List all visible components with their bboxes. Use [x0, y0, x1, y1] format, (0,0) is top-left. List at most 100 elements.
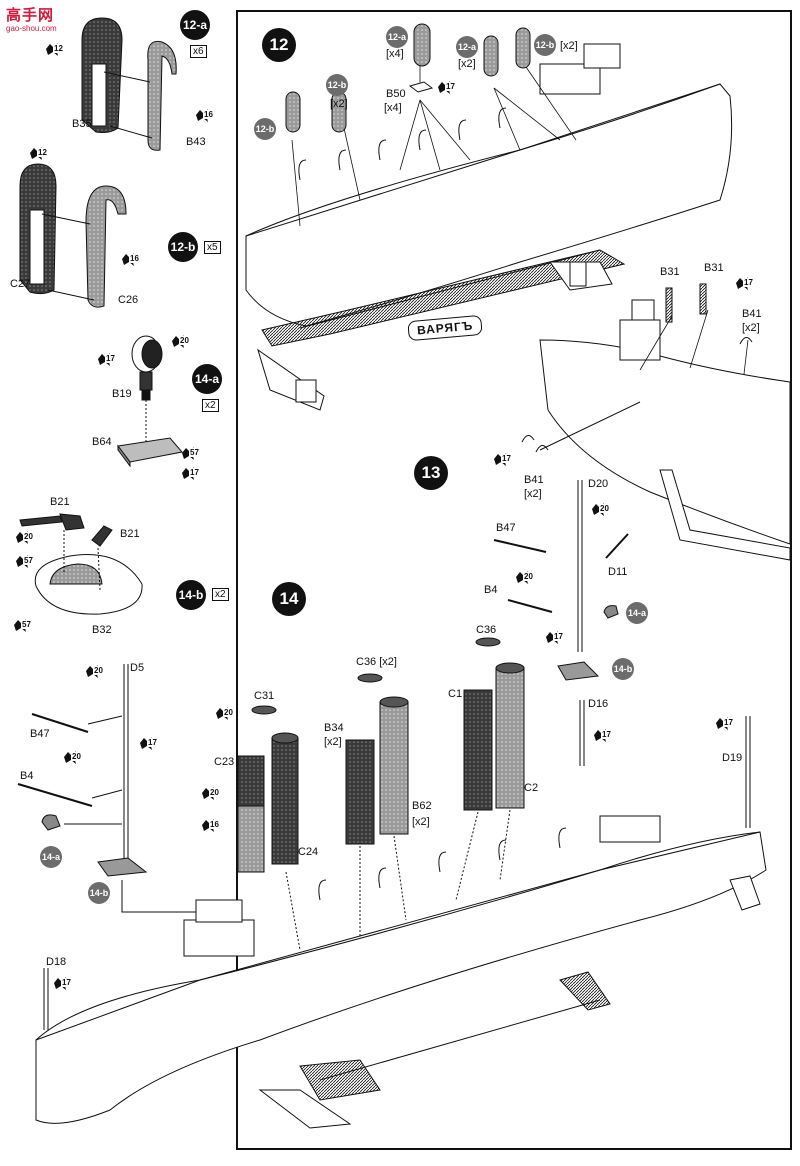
callout-12a-b: 12-a [456, 36, 478, 58]
paint-star-label: 16 [209, 820, 220, 829]
funnels-drawing [237, 637, 525, 951]
part-label-d20: D20 [588, 478, 609, 490]
part-label-c27: C27 [10, 278, 31, 290]
watermark-url: gao-shou.com [6, 24, 57, 33]
subassembly-14a-qty: x2 [202, 399, 219, 412]
paint-star-label: 17 [501, 454, 512, 463]
step-number-12: 12 [262, 28, 296, 62]
watermark-site-name: 高手网 [6, 7, 55, 24]
paint-star-20-h: 20 [514, 570, 536, 584]
paint-star-20-c: 20 [84, 664, 106, 678]
part-label-c26: C26 [118, 294, 139, 306]
callout-14b-right: 14-b [612, 658, 634, 680]
part-label-b4-left: B4 [20, 770, 34, 782]
part-label-b50-qty: [x4] [384, 102, 402, 114]
part-label-b62-qty: [x2] [412, 816, 430, 828]
part-label-b47-right: B47 [496, 522, 516, 534]
ventilator-12a-drawing [81, 17, 177, 151]
main-assembly-frame [236, 10, 792, 1150]
subassembly-12b-qty: x5 [204, 241, 221, 254]
paint-star-label: 17 [147, 738, 158, 747]
callout-14a-left: 14-a [40, 846, 62, 868]
part-label-b21-a: B21 [50, 496, 70, 508]
callout-14a-right: 14-a [626, 602, 648, 624]
subassembly-14b-qty: x2 [212, 588, 229, 601]
paint-star-label: 16 [129, 254, 140, 263]
paint-star-12-a: 12 [44, 42, 66, 56]
part-label-b35: B35 [72, 118, 92, 130]
callout-12b-a: 12-b [534, 34, 556, 56]
site-watermark: 高手网 gao-shou.com [2, 4, 74, 38]
paint-star-label: 20 [93, 666, 104, 675]
gun-platform-14b-drawing [19, 513, 143, 615]
paint-star-label: 20 [23, 532, 34, 541]
part-label-b4-right: B4 [484, 584, 498, 596]
step-number-14: 14 [272, 582, 306, 616]
callout-12a-b-qty: [x2] [458, 58, 476, 70]
part-label-b34-qty: [x2] [324, 736, 342, 748]
part-label-c31: C31 [254, 690, 275, 702]
paint-star-label: 57 [23, 556, 34, 565]
part-label-b34: B34 [324, 722, 344, 734]
paint-star-17-b: 17 [180, 466, 202, 480]
part-label-b43: B43 [186, 136, 206, 148]
paint-star-16-b: 16 [120, 252, 142, 266]
paint-star-label: 17 [723, 718, 734, 727]
paint-star-label: 12 [37, 148, 48, 157]
paint-star-17-f: 17 [714, 716, 736, 730]
callout-12b-a-qty: [x2] [560, 40, 578, 52]
subassembly-12b-badge: 12-b [168, 232, 198, 262]
paint-star-label: 20 [179, 336, 190, 345]
part-label-b41-bottom-qty: [x2] [524, 488, 542, 500]
paint-star-label: 20 [223, 708, 234, 717]
part-label-c36-x2: C36 [x2] [356, 656, 397, 668]
part-label-c1: C1 [448, 688, 463, 700]
step-number-13: 13 [414, 456, 448, 490]
paint-star-label: 12 [53, 44, 64, 53]
part-label-b31-b: B31 [704, 262, 724, 274]
part-label-c36: C36 [476, 624, 497, 636]
part-label-b64: B64 [92, 436, 112, 448]
paint-star-20-a: 20 [170, 334, 192, 348]
part-label-b62: B62 [412, 800, 432, 812]
part-label-d16: D16 [588, 698, 609, 710]
hull-step14-drawing [35, 815, 767, 1129]
paint-star-label: 17 [105, 354, 116, 363]
part-label-c24: C24 [298, 846, 319, 858]
paint-star-20-d: 20 [62, 750, 84, 764]
callout-12b-b-qty: [x2] [330, 98, 348, 110]
part-label-b41-bottom: B41 [524, 474, 544, 486]
paint-star-label: 20 [599, 504, 610, 513]
paint-star-17-e: 17 [592, 728, 614, 742]
paint-star-57-c: 57 [12, 618, 34, 632]
paint-star-label: 16 [203, 110, 214, 119]
subassembly-14a-badge: 14-a [192, 364, 222, 394]
paint-star-17-h: 17 [436, 80, 458, 94]
hull-step13-drawing [521, 283, 791, 561]
searchlight-14a-drawing [117, 335, 183, 468]
paint-star-20-e: 20 [214, 706, 236, 720]
part-label-b47-left: B47 [30, 728, 50, 740]
mast-d5-drawing [17, 664, 231, 930]
part-label-d19: D19 [722, 752, 743, 764]
paint-star-label: 17 [61, 978, 72, 987]
paint-star-label: 17 [743, 278, 754, 287]
part-label-b50: B50 [386, 88, 406, 100]
paint-star-17-j: 17 [492, 452, 514, 466]
callout-12b-b: 12-b [326, 74, 348, 96]
paint-star-20-f: 20 [200, 786, 222, 800]
callout-12a-a: 12-a [386, 26, 408, 48]
paint-star-label: 20 [209, 788, 220, 797]
callout-ventilators [285, 23, 531, 133]
hull-step12-drawing [245, 43, 733, 411]
paint-star-label: 17 [601, 730, 612, 739]
part-label-b41-top: B41 [742, 308, 762, 320]
callout-14b-left: 14-b [88, 882, 110, 904]
subassembly-12a-badge: 12-a [180, 10, 210, 40]
paint-star-17-a: 17 [96, 352, 118, 366]
part-label-b32: B32 [92, 624, 112, 636]
part-label-b19: B19 [112, 388, 132, 400]
paint-star-20-g: 20 [590, 502, 612, 516]
